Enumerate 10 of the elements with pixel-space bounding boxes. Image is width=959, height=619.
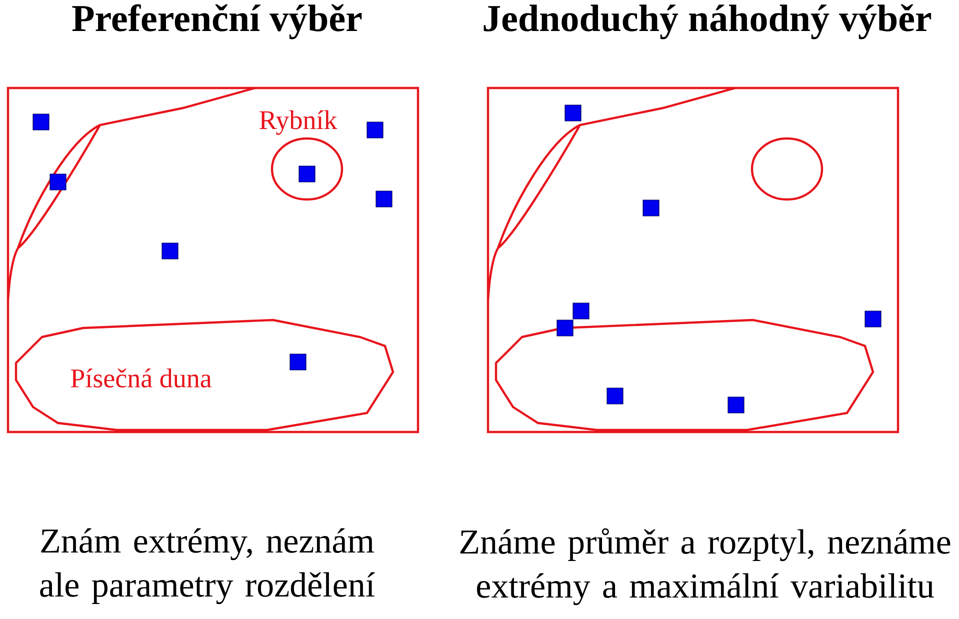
node-label: Jednoduchý náhodný výběr [484, 4, 932, 40]
pond-outline [750, 137, 824, 201]
dune-outline: Písečná duna [14, 318, 394, 432]
node-label: Znám extrémy, neznám ale parametry rozdělení [40, 528, 375, 604]
node-label: Známe průměr a rozptyl, neznáme extrémy a maximální variabilitu [460, 528, 950, 606]
panel-box: Jednoduchý náhodný výběr [484, 4, 932, 434]
pond-outline: Rybník [260, 110, 344, 201]
dune-outline [494, 318, 874, 432]
node-label: Rybník [260, 110, 338, 135]
node-label: Preferenční výběr [72, 4, 362, 40]
